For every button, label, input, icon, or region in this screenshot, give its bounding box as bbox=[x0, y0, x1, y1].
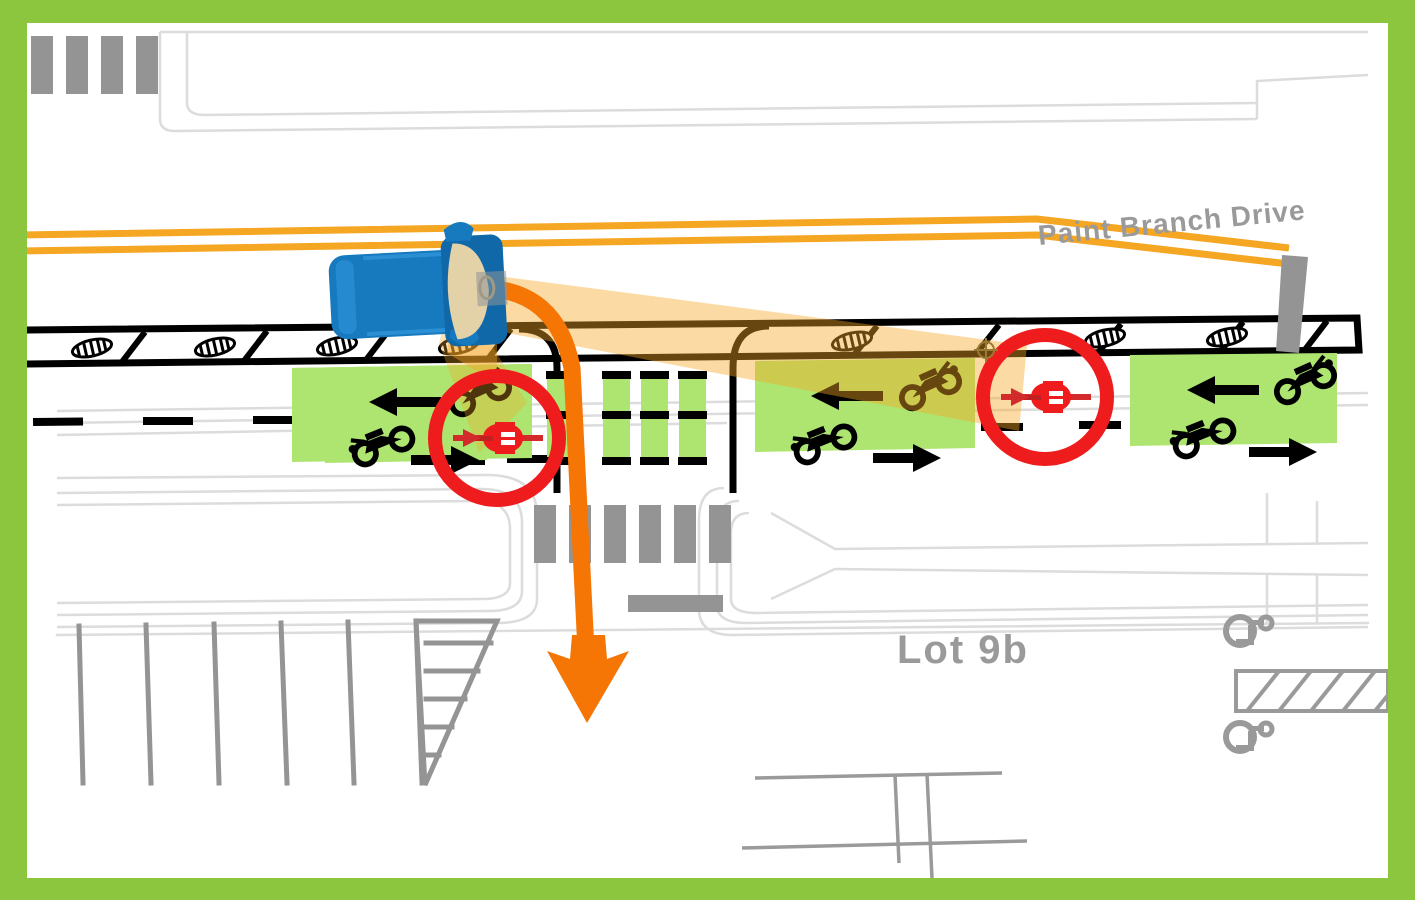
bike-box-center bbox=[755, 358, 975, 472]
conflict-highlight-left bbox=[428, 369, 566, 507]
parking-stalls-lower-left bbox=[55, 618, 1370, 787]
accessible-parking-icon-upper bbox=[1226, 617, 1272, 645]
survey-crosshair-marker bbox=[974, 338, 998, 362]
conflict-highlight-right bbox=[976, 328, 1114, 466]
crossing-block bbox=[602, 371, 631, 465]
bike-box-east bbox=[1130, 352, 1341, 466]
arrow-right-center bbox=[873, 444, 941, 472]
blue-vehicle bbox=[328, 222, 508, 347]
accessible-parking-icon-lower bbox=[1226, 723, 1272, 751]
parking-stalls-lower-right bbox=[741, 771, 1028, 878]
crossing-block bbox=[640, 371, 669, 465]
roadway-centerline-yellow bbox=[27, 215, 1290, 268]
arrow-left-west bbox=[369, 388, 441, 416]
crossing-block bbox=[678, 371, 707, 465]
arrow-left-center bbox=[811, 382, 883, 410]
arrow-right-east bbox=[1249, 438, 1317, 466]
stop-bar bbox=[628, 595, 723, 612]
crosswalk-stripes-center bbox=[534, 505, 731, 612]
accessible-access-aisle bbox=[1234, 669, 1388, 713]
map-canvas: Paint Branch Drive Lot 9b bbox=[27, 23, 1388, 878]
arrow-left-east bbox=[1187, 376, 1259, 404]
crosswalk-stripes-top-left bbox=[31, 36, 158, 94]
median-island bbox=[1276, 255, 1308, 353]
parking-lot-label: Lot 9b bbox=[897, 628, 1029, 672]
